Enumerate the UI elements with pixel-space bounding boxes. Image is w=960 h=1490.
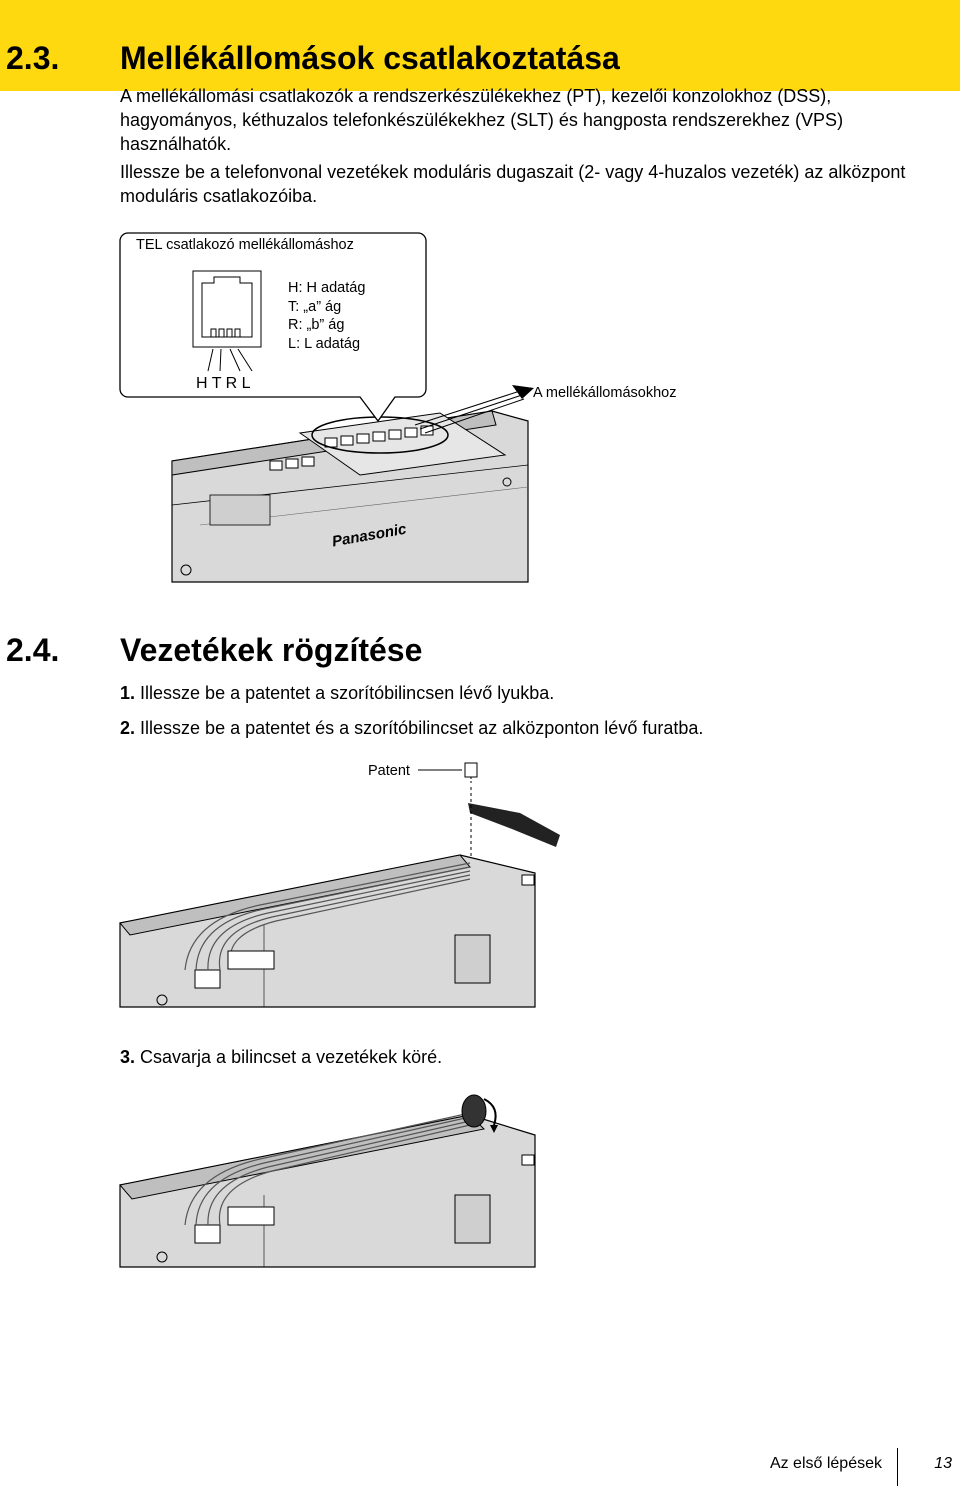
section-title: Mellékállomások csatlakoztatása — [120, 40, 620, 76]
step-3: 3. Csavarja a bilincset a vezetékek köré… — [120, 1045, 442, 1069]
wire-bundle — [184, 1112, 471, 1226]
section-number: 2.3. — [6, 40, 60, 76]
pbx-unit-illustration — [119, 1114, 536, 1268]
cable-bundle — [414, 390, 525, 434]
pin-labels: H T R L — [196, 375, 251, 392]
patent-fastener-icon — [464, 762, 478, 785]
intro-paragraph: A mellékállomási csatlakozók a rendszerk… — [120, 86, 844, 154]
wrapping-figure — [119, 1094, 536, 1268]
pbx-unit-illustration — [119, 854, 536, 1008]
legend-t: T: „a” ág — [288, 299, 341, 315]
page-number: 13 — [934, 1455, 952, 1472]
step-text: Illessze be a patentet és a szorítóbilin… — [140, 718, 704, 738]
step-text: Csavarja a bilincset a vezetékek köré. — [140, 1047, 443, 1067]
instruction-paragraph: Illessze be a telefonvonal vezetékek mod… — [120, 162, 906, 206]
step-number: 1. — [120, 683, 136, 703]
pbx-unit-illustration: Panasonic — [171, 410, 529, 583]
section-number: 2.4. — [6, 632, 60, 668]
footer-divider — [897, 1448, 898, 1486]
legend-r: R: „b” ág — [288, 317, 344, 333]
modular-jack-icon — [192, 270, 262, 372]
arrow-icon — [512, 385, 534, 399]
step-2: 2. Illessze be a patentet és a szorítóbi… — [120, 716, 703, 740]
cable-clamp-icon — [468, 803, 560, 847]
legend-l: L: L adatág — [288, 336, 360, 352]
step-number: 3. — [120, 1047, 136, 1067]
cable-destination-label: A mellékállomásokhoz — [533, 385, 676, 401]
step-number: 2. — [120, 718, 136, 738]
patent-label: Patent — [368, 763, 410, 779]
callout-box — [119, 232, 427, 423]
connector-block — [227, 1206, 275, 1226]
wire-bundle — [184, 862, 471, 971]
fastening-figure: Patent — [119, 762, 560, 1008]
connector-block — [227, 950, 275, 970]
step-text: Illessze be a patentet a szorítóbilincse… — [140, 683, 555, 703]
jack-row — [269, 425, 434, 471]
connection-figure: Panasonic A mellékállomásokhoz TEL csatl… — [119, 232, 676, 583]
section-title: Vezetékek rögzítése — [120, 632, 423, 668]
step-1: 1. Illessze be a patentet a szorítóbilin… — [120, 681, 554, 705]
wrapped-clamp-icon — [461, 1094, 498, 1133]
section-header-band — [0, 0, 960, 91]
legend-h: H: H adatág — [288, 280, 365, 296]
callout-title: TEL csatlakozó mellékállomáshoz — [136, 237, 354, 253]
footer-chapter-label: Az első lépések — [769, 1455, 882, 1472]
